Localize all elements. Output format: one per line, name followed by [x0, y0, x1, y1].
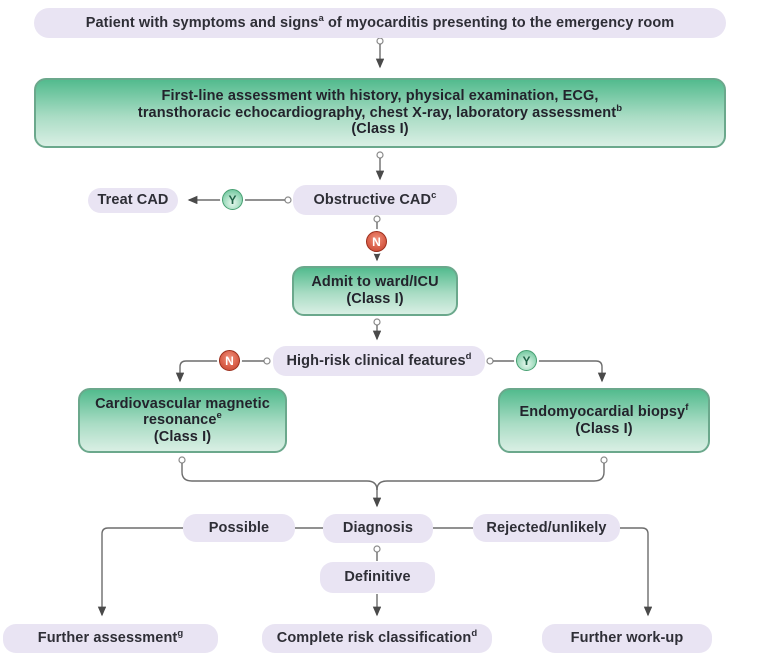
definitive-label: Definitive	[344, 569, 411, 586]
footnote-sup-a: a	[318, 12, 324, 24]
connector-highrisk-cmr	[175, 360, 264, 383]
badge-yes-highrisk: Y	[516, 350, 537, 371]
node-patient-text: Patient with symptoms and signs	[85, 14, 319, 31]
node-complete-risk-classification: Complete risk classificationd	[262, 624, 492, 653]
node-patient-text-cont: of myocarditis presenting to the emergen…	[323, 14, 675, 31]
node-cardiovascular-magnetic-resonance: Cardiovascular magnetic resonancee (Clas…	[78, 388, 287, 453]
footnote-sup-f: f	[685, 402, 689, 414]
node-diagnosis-possible: Possible	[183, 514, 295, 542]
first-line-row1: First-line assessment with history, phys…	[161, 88, 599, 105]
further-assessment-label: Further assessment	[37, 630, 178, 647]
node-high-risk-features: High-risk clinical featuresd	[273, 346, 485, 376]
emb-class: (Class I)	[575, 420, 633, 437]
connector-emb-merge	[376, 463, 605, 491]
yes-letter: Y	[522, 353, 531, 368]
footnote-sup-b: b	[616, 102, 623, 114]
node-further-workup: Further work-up	[542, 624, 712, 653]
possible-label: Possible	[208, 519, 270, 536]
node-further-assessment: Further assessmentg	[3, 624, 218, 653]
connector-dot	[486, 357, 494, 365]
badge-no-obstructive: N	[366, 231, 387, 252]
badge-yes-obstructive: Y	[222, 189, 243, 210]
node-treat-cad: Treat CAD	[88, 188, 178, 213]
yes-letter: Y	[228, 192, 237, 207]
connector-dot	[284, 196, 292, 204]
node-first-line-assessment: First-line assessment with history, phys…	[34, 78, 726, 148]
treat-cad-label: Treat CAD	[97, 192, 169, 209]
footnote-sup-e: e	[216, 410, 222, 422]
connector-dot	[376, 37, 384, 45]
footnote-sup-d: d	[465, 350, 472, 362]
rejected-label: Rejected/unlikely	[486, 519, 607, 536]
cmr-class: (Class I)	[153, 428, 212, 445]
connector-dot	[373, 318, 381, 326]
first-line-class: (Class I)	[351, 121, 409, 138]
node-admit-ward-icu: Admit to ward/ICU (Class I)	[292, 266, 458, 316]
footnote-sup-g: g	[177, 628, 184, 640]
connector-dot	[373, 215, 381, 223]
node-obstructive-cad: Obstructive CADc	[293, 185, 457, 215]
connector-dot	[376, 151, 384, 159]
no-letter: N	[372, 234, 381, 249]
further-workup-label: Further work-up	[570, 630, 684, 647]
footnote-sup-d2: d	[471, 628, 478, 640]
connector-dot	[178, 456, 186, 464]
node-diagnosis-rejected: Rejected/unlikely	[473, 514, 620, 542]
node-diagnosis-definitive: Definitive	[320, 562, 435, 593]
diagnosis-label: Diagnosis	[342, 520, 414, 537]
connector-rejected-furtherworkup	[620, 527, 653, 617]
high-risk-label: High-risk clinical features	[286, 352, 466, 369]
obstructive-cad-label: Obstructive CAD	[313, 191, 432, 208]
connector-possible-furtherassessment	[97, 527, 183, 617]
connector-highrisk-emb	[493, 360, 607, 383]
connector-dot	[373, 545, 381, 553]
first-line-row2: transthoracic echocardiography, chest X-…	[137, 104, 617, 121]
node-patient-presentation: Patient with symptoms and signsa of myoc…	[34, 8, 726, 38]
footnote-sup-c: c	[431, 189, 437, 201]
badge-no-highrisk: N	[219, 350, 240, 371]
no-letter: N	[225, 353, 234, 368]
complete-risk-label: Complete risk classification	[276, 630, 472, 647]
connector-dot	[263, 357, 271, 365]
cmr-label-row1: Cardiovascular magnetic	[95, 395, 270, 412]
connector-cmr-merge	[181, 463, 378, 491]
admit-label: Admit to ward/ICU	[311, 274, 439, 291]
connector-dot	[600, 456, 608, 464]
node-endomyocardial-biopsy: Endomyocardial biopsyf (Class I)	[498, 388, 710, 453]
admit-class: (Class I)	[346, 291, 404, 307]
cmr-label-row2: resonance	[143, 412, 217, 429]
node-diagnosis: Diagnosis	[323, 514, 433, 543]
emb-label: Endomyocardial biopsy	[519, 403, 686, 420]
